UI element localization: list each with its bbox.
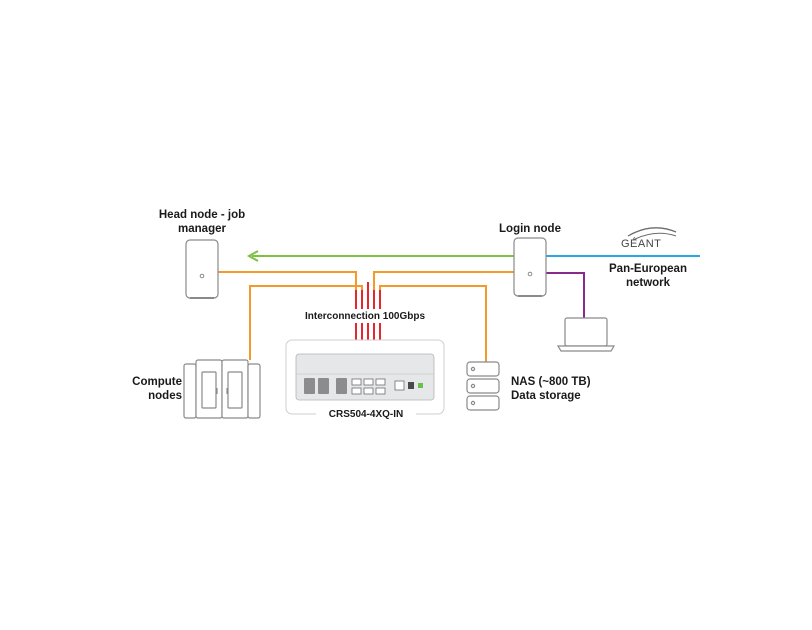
geant-logo-text: GÉANT: [621, 238, 662, 250]
interconnect-label: Interconnection 100Gbps: [304, 311, 426, 322]
head-node-device: [185, 239, 219, 299]
pan-european-label-line1: Pan-European: [609, 263, 687, 275]
head-node-label-line2: manager: [178, 223, 226, 235]
switch-label: CRS504-4XQ-IN: [328, 409, 404, 420]
compute-nodes-label: Compute nodes: [122, 375, 182, 403]
compute-nodes-device: [183, 359, 261, 419]
nas-label: NAS (~800 TB) Data storage: [511, 375, 621, 403]
purple-link-laptop: [545, 272, 585, 318]
compute-nodes-label-line1: Compute: [132, 376, 182, 388]
head-node-label-line1: Head node - job: [158, 209, 246, 221]
nas-label-line2: Data storage: [511, 390, 581, 402]
green-link-login-to-head: [246, 250, 528, 262]
geant-logo: [627, 227, 677, 241]
login-node-device: [513, 237, 547, 297]
switch-device: [295, 353, 435, 401]
pan-european-label: Pan-European network: [596, 262, 700, 290]
head-node-label: Head node - job manager: [150, 208, 254, 236]
laptop-icon: [556, 317, 616, 352]
switch-label-bg: [316, 407, 416, 421]
interconnect-label-bg: [304, 309, 426, 323]
nas-label-line1: NAS (~800 TB): [511, 376, 591, 388]
orange-links: [218, 271, 518, 362]
pan-european-label-line2: network: [625, 277, 671, 289]
compute-nodes-label-line2: nodes: [148, 390, 182, 402]
nas-storage-device: [466, 361, 500, 411]
login-node-label: Login node: [499, 223, 561, 235]
